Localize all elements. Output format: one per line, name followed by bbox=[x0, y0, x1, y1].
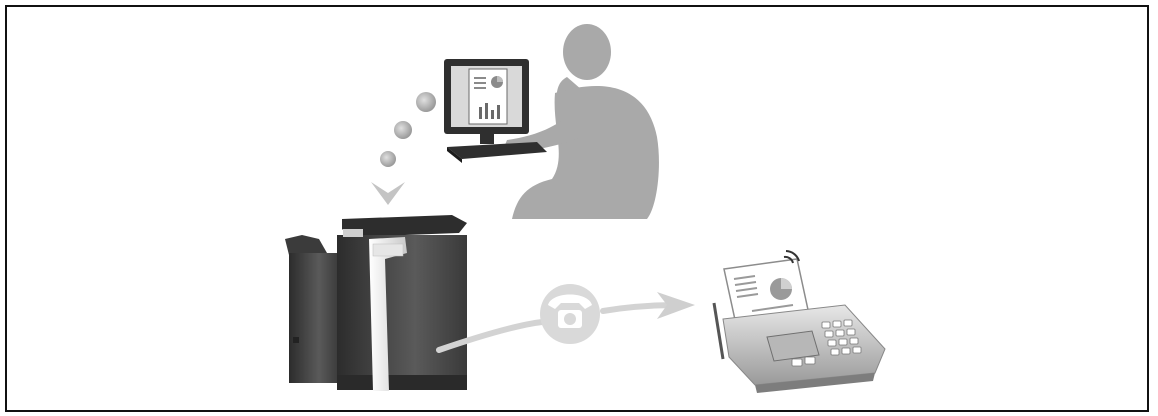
fax-transmission-line bbox=[439, 284, 695, 350]
monitor-icon bbox=[444, 59, 529, 144]
data-dot bbox=[416, 92, 436, 112]
person-at-computer-icon bbox=[444, 24, 659, 219]
fax-machine-icon bbox=[714, 251, 885, 393]
data-dot bbox=[394, 121, 412, 139]
diagram-canvas bbox=[7, 7, 1147, 410]
diagram-frame bbox=[5, 5, 1149, 412]
multifunction-printer-icon bbox=[285, 215, 467, 391]
arrow-down-icon bbox=[371, 182, 405, 205]
data-transfer-dots bbox=[371, 92, 436, 205]
data-dot bbox=[380, 151, 396, 167]
keyboard-icon bbox=[447, 142, 547, 163]
telephone-icon bbox=[540, 284, 600, 344]
